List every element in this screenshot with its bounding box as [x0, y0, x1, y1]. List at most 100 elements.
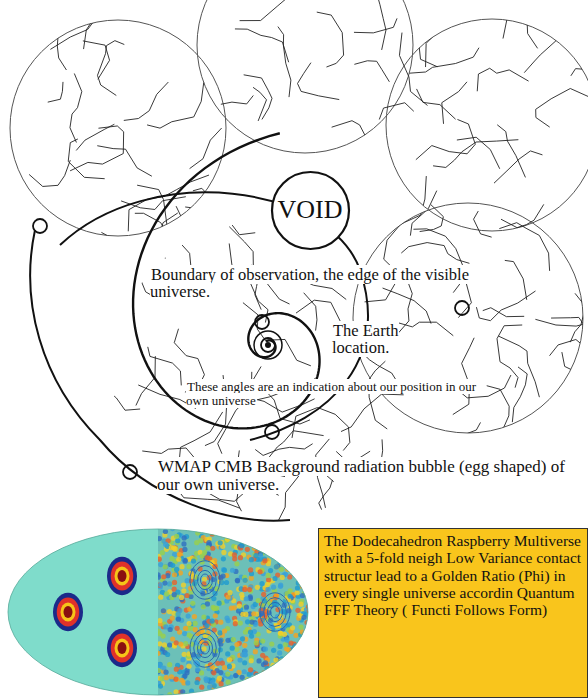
cmb-ring — [57, 598, 80, 627]
cmb-ring — [194, 634, 217, 663]
crack-line — [551, 317, 588, 352]
cmb-ring — [198, 570, 213, 589]
crack-line — [562, 352, 588, 374]
crack-line — [499, 223, 549, 271]
crack-line — [255, 444, 312, 456]
universe-bubble — [353, 203, 583, 433]
crack-line — [442, 82, 467, 124]
crack-line — [503, 0, 517, 39]
crack-line — [235, 29, 289, 62]
earth-ring — [254, 331, 282, 359]
crack-line — [550, 339, 583, 355]
crack-line — [457, 137, 500, 169]
crack-line — [221, 95, 253, 104]
crack-line — [108, 391, 140, 411]
cmb-ring — [115, 566, 130, 585]
crack-line — [453, 338, 474, 415]
crack-line — [292, 407, 350, 450]
cmb-outline — [8, 529, 308, 695]
cmb-ring — [268, 602, 283, 621]
caption-box: The Dodecahedron Raspberry Multiverse wi… — [318, 528, 588, 698]
crack-line — [474, 211, 492, 237]
crack-line — [400, 422, 480, 455]
crack-line — [494, 151, 542, 183]
cmb-ring — [107, 629, 137, 667]
crack-line — [317, 12, 344, 67]
cmb-ring — [264, 598, 287, 627]
cmb-noise — [158, 520, 318, 698]
cmb-ring — [107, 557, 137, 595]
crack-line — [298, 63, 340, 100]
cmb-ring — [201, 642, 210, 654]
crack-line — [419, 26, 437, 67]
crack-line — [399, 282, 413, 333]
crack-line — [512, 367, 527, 422]
crack-line — [70, 73, 82, 142]
cmb-ring — [190, 561, 220, 599]
crack-line — [520, 11, 537, 48]
void-label: VOID — [278, 195, 343, 224]
crack-line — [278, 27, 291, 98]
void-circle: VOID — [271, 171, 350, 250]
angle-marker — [123, 465, 137, 479]
crack-line — [192, 202, 255, 235]
crack-line — [240, 0, 309, 21]
crack-line — [316, 439, 331, 540]
crack-line — [161, 213, 178, 249]
crack-line — [341, 394, 404, 431]
cmb-ring — [190, 629, 220, 667]
crack-line — [397, 322, 454, 336]
earth-dot — [265, 342, 271, 348]
crack-line — [417, 89, 456, 119]
cmb-map — [0, 520, 318, 698]
crack-line — [536, 88, 588, 127]
crack-line — [50, 0, 94, 49]
crack-line — [147, 83, 204, 129]
crack-line — [190, 128, 222, 169]
crack-line — [426, 23, 449, 67]
earth-label: The Earth location. — [332, 321, 399, 357]
crack-line — [83, 41, 110, 79]
crack-line — [68, 139, 104, 179]
cmb-ring — [61, 602, 76, 621]
crack-lines — [29, 0, 588, 539]
cmb-ring — [201, 574, 210, 586]
crack-line — [278, 469, 334, 522]
wmap-label: WMAP CMB Background radiation bubble (eg… — [157, 457, 565, 494]
cmb-ring — [271, 606, 280, 618]
crack-line — [48, 82, 63, 102]
crack-line — [401, 243, 469, 264]
angle-marker — [265, 425, 279, 439]
crack-line — [416, 119, 475, 159]
angle-marker — [455, 301, 469, 315]
crack-line — [354, 18, 397, 32]
crack-line — [524, 14, 563, 72]
cmb-ring — [111, 634, 134, 663]
crack-line — [497, 125, 525, 178]
crack-line — [487, 386, 522, 457]
crack-line — [97, 41, 124, 96]
crack-line — [54, 0, 66, 70]
universe-bubble — [10, 20, 226, 236]
crack-line — [483, 308, 524, 317]
cmb-left-half — [0, 520, 158, 698]
angle-marker — [33, 219, 47, 233]
crack-line — [497, 325, 522, 388]
crack-line — [399, 33, 427, 106]
cmb-ring — [111, 562, 134, 591]
crack-line — [135, 213, 169, 258]
angles-note: These angles are an indication about our… — [186, 379, 476, 408]
crack-line — [476, 291, 535, 321]
crack-line — [505, 260, 527, 299]
universe-bubble — [386, 19, 588, 231]
angle-marker — [255, 315, 269, 329]
cmb-ring — [64, 606, 73, 618]
crack-line — [384, 176, 427, 272]
cmb-ring — [118, 642, 127, 654]
cmb-ring — [194, 566, 217, 595]
crack-line — [124, 82, 169, 120]
cmb-ring — [118, 570, 127, 582]
crack-line — [498, 336, 539, 397]
crack-line — [433, 140, 518, 168]
cmb-ring — [115, 638, 130, 657]
